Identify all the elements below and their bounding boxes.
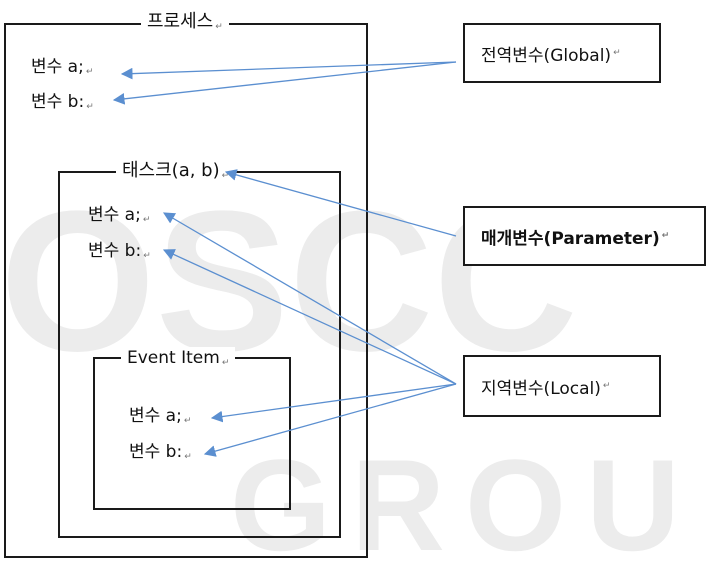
process-var-b-text: 변수 b: <box>31 92 85 112</box>
arrow-local-to-event-a <box>210 383 457 423</box>
event-var-b: 변수 b:↵ <box>129 442 192 467</box>
arrow-local-to-task-a <box>162 212 457 385</box>
process-title: 프로세스↵ <box>141 11 229 38</box>
parameter-label: 매개변수(Parameter) <box>481 228 660 249</box>
paragraph-mark: ↵ <box>602 381 611 391</box>
parameter-box: 매개변수(Parameter)↵ <box>463 206 706 266</box>
paragraph-mark: ↵ <box>86 102 94 112</box>
local-label: 지역변수(Local) <box>481 378 601 399</box>
task-var-b: 변수 b:↵ <box>88 241 151 266</box>
task-title: 태스크(a, b)↵ <box>116 160 236 187</box>
task-var-a: 변수 a;↵ <box>88 205 150 230</box>
event-title-text: Event Item <box>127 348 220 368</box>
paragraph-mark: ↵ <box>85 67 94 77</box>
process-var-b: 변수 b:↵ <box>31 92 94 117</box>
paragraph-mark: ↵ <box>221 358 230 368</box>
event-var-a-text: 변수 a; <box>129 406 182 426</box>
process-var-a: 변수 a;↵ <box>31 57 93 82</box>
task-title-text: 태스크(a, b) <box>122 160 220 181</box>
event-title: Event Item↵ <box>121 347 236 374</box>
event-var-a: 변수 a;↵ <box>129 406 191 431</box>
paragraph-mark: ↵ <box>215 22 223 32</box>
paragraph-mark: ↵ <box>613 48 621 58</box>
arrow-global-to-process-a <box>120 61 457 80</box>
paragraph-mark: ↵ <box>183 416 192 426</box>
arrow-global-to-process-b <box>112 61 457 105</box>
event-var-b-text: 변수 b: <box>129 442 183 462</box>
global-label: 전역변수(Global) <box>481 45 612 66</box>
paragraph-mark: ↵ <box>661 231 670 241</box>
process-title-text: 프로세스 <box>147 11 214 32</box>
global-box: 전역변수(Global)↵ <box>463 23 661 83</box>
local-box: 지역변수(Local)↵ <box>463 355 661 417</box>
paragraph-mark: ↵ <box>184 452 192 462</box>
task-var-a-text: 변수 a; <box>88 205 141 225</box>
arrow-parameter-to-task <box>224 169 457 237</box>
task-var-b-text: 변수 b: <box>88 241 142 261</box>
paragraph-mark: ↵ <box>142 215 151 225</box>
paragraph-mark: ↵ <box>143 251 151 261</box>
arrow-local-to-event-b <box>203 383 457 457</box>
process-var-a-text: 변수 a; <box>31 57 84 77</box>
arrow-local-to-task-b <box>162 249 457 385</box>
